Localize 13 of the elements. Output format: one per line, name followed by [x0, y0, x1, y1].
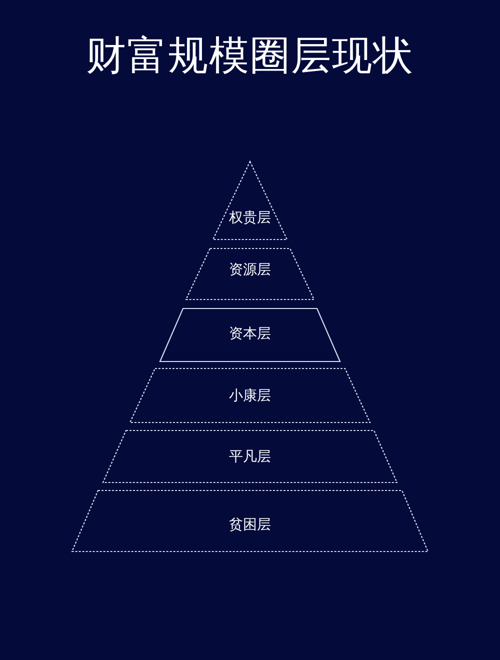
tier-label: 资本层: [229, 325, 271, 343]
title: 财富规模圈层现状: [86, 33, 414, 79]
pyramid-tier: [186, 248, 314, 300]
tier-label: 权贵层: [229, 209, 271, 227]
pyramid-tier: [72, 490, 428, 552]
pyramid-tier: [130, 368, 370, 423]
pyramid-tier: [103, 430, 397, 483]
pyramid-tier: [160, 308, 340, 362]
pyramid-top: [213, 161, 287, 240]
tier-label: 资源层: [229, 261, 271, 279]
tier-label: 贫困层: [229, 516, 271, 534]
tier-label: 平凡层: [229, 448, 271, 466]
tier-label: 小康层: [229, 387, 271, 405]
